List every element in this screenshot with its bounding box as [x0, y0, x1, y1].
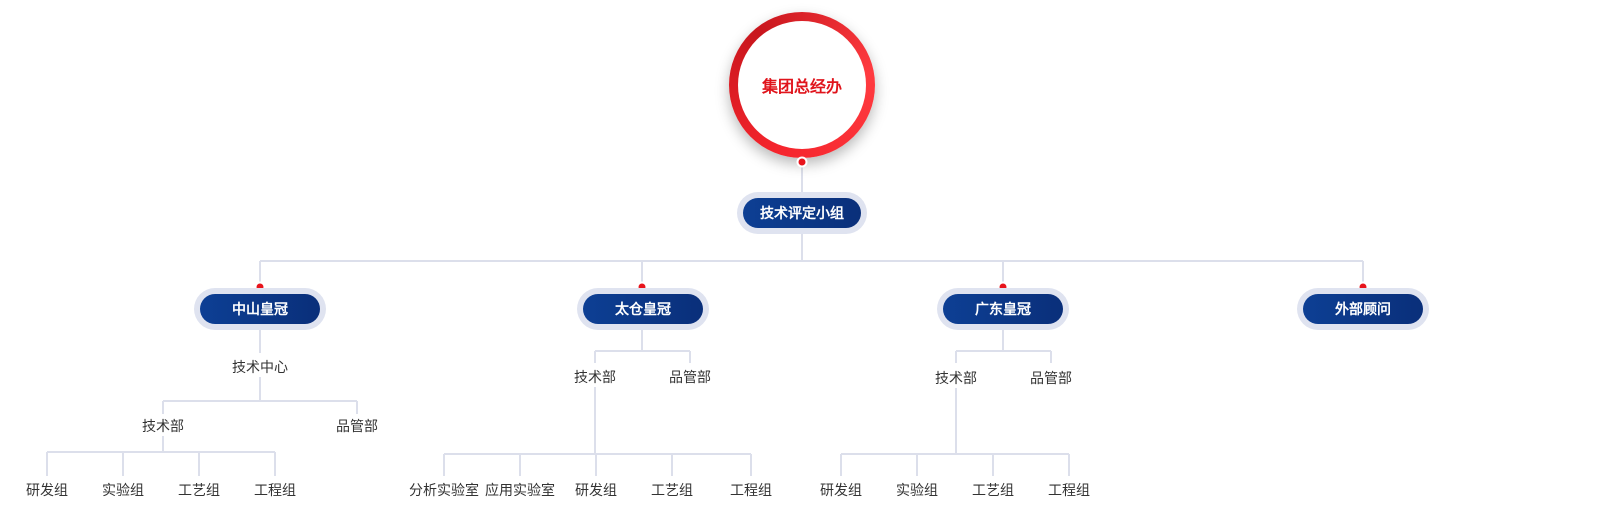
zhongshan-group: 研发组	[26, 483, 68, 499]
company-dot-taicang	[638, 283, 646, 291]
zhongshan-qc-dept: 品管部	[336, 419, 378, 435]
company-label: 外部顾问	[1303, 294, 1423, 324]
guangdong-group: 研发组	[820, 483, 862, 499]
taicang-group: 研发组	[575, 483, 617, 499]
company-label: 中山皇冠	[200, 294, 320, 324]
guangdong-qc-dept: 品管部	[1030, 371, 1072, 387]
taicang-group: 工程组	[730, 483, 772, 499]
zhongshan-group: 工程组	[254, 483, 296, 499]
committee-label: 技术评定小组	[743, 198, 861, 228]
zhongshan-tech-dept: 技术部	[142, 419, 184, 435]
root-connector-dot	[798, 158, 806, 166]
company-dot-zhongshan	[256, 283, 264, 291]
committee-node[interactable]: 技术评定小组	[737, 192, 867, 234]
company-label: 广东皇冠	[943, 294, 1063, 324]
root-label: 集团总经办	[738, 21, 866, 149]
company-node-taicang[interactable]: 太仓皇冠	[577, 288, 709, 330]
guangdong-group: 工程组	[1048, 483, 1090, 499]
company-dot-guangdong	[999, 283, 1007, 291]
zhongshan-group: 工艺组	[178, 483, 220, 499]
company-dot-advisor	[1359, 283, 1367, 291]
guangdong-tech-dept: 技术部	[935, 371, 977, 387]
taicang-qc-dept: 品管部	[669, 370, 711, 386]
taicang-group: 应用实验室	[485, 483, 555, 499]
company-node-zhongshan[interactable]: 中山皇冠	[194, 288, 326, 330]
zhongshan-tech-center: 技术中心	[232, 360, 288, 376]
root-node[interactable]: 集团总经办	[729, 12, 875, 158]
zhongshan-group: 实验组	[102, 483, 144, 499]
taicang-tech-dept: 技术部	[574, 370, 616, 386]
company-node-guangdong[interactable]: 广东皇冠	[937, 288, 1069, 330]
company-label: 太仓皇冠	[583, 294, 703, 324]
guangdong-group: 实验组	[896, 483, 938, 499]
taicang-group: 工艺组	[651, 483, 693, 499]
taicang-group: 分析实验室	[409, 483, 479, 499]
company-node-advisor[interactable]: 外部顾问	[1297, 288, 1429, 330]
guangdong-group: 工艺组	[972, 483, 1014, 499]
